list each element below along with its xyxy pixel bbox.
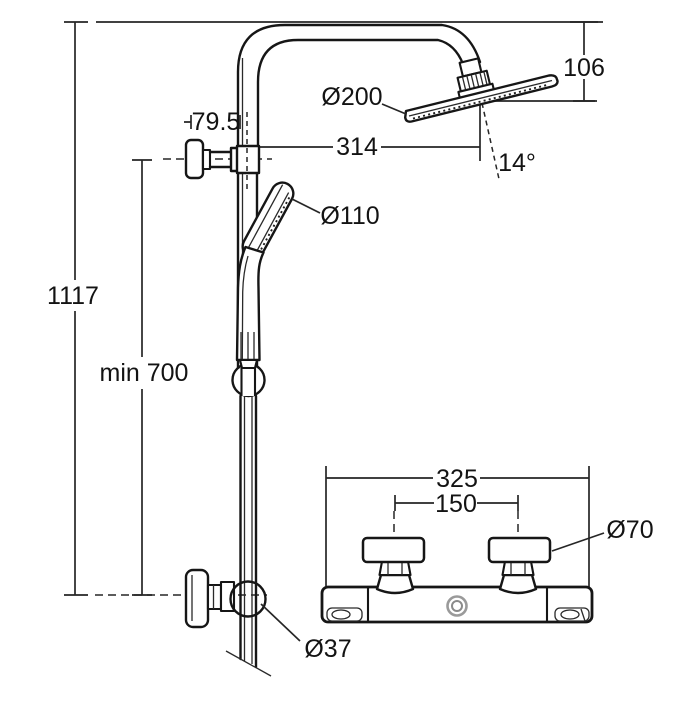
label-handshower-diameter: Ø110 xyxy=(320,202,379,230)
label-head-drop: 106 xyxy=(563,54,605,82)
bracket-offset-dimension xyxy=(184,115,241,129)
top-bracket-knob xyxy=(184,138,205,180)
handle-collar xyxy=(238,358,259,370)
leader-lines xyxy=(260,103,605,642)
valve-left-union xyxy=(326,607,363,622)
label-rail-diameter: Ø37 xyxy=(304,635,351,663)
grip-ribs xyxy=(240,332,255,359)
slide-rail xyxy=(239,394,258,669)
right-union-tick xyxy=(580,608,586,622)
handle-diameter-leader xyxy=(551,532,605,552)
left-escutcheon-cone xyxy=(375,573,415,595)
hand-shower xyxy=(235,181,295,362)
label-head-diameter: Ø200 xyxy=(321,83,382,111)
rail-escutcheon-circle xyxy=(229,580,267,618)
right-union-ellipse xyxy=(560,609,580,620)
label-inlet-spacing: 150 xyxy=(435,490,477,518)
top-bracket-clamp xyxy=(235,144,261,175)
rail-over-ball-mask xyxy=(241,366,255,396)
hand-shower-nozzle-dots xyxy=(257,196,291,255)
right-union-detail xyxy=(554,607,590,622)
valve-width-extension-lines xyxy=(325,466,590,599)
arm-inner-contour xyxy=(256,38,465,149)
head-angle-dashed-line xyxy=(481,102,500,180)
left-union-detail xyxy=(326,607,363,622)
shower-column xyxy=(184,23,559,677)
label-head-angle: 14° xyxy=(498,149,536,177)
arm-outer-contour xyxy=(236,23,482,149)
rail-through-ball xyxy=(240,368,257,396)
left-union-ellipse xyxy=(331,609,351,620)
knurl-lines xyxy=(462,72,488,90)
rail-edges xyxy=(239,394,258,669)
rail-diameter-leader xyxy=(260,603,301,642)
valve-right-union xyxy=(554,607,590,622)
slider-bracket xyxy=(231,358,266,398)
top-bracket-shaft xyxy=(208,150,233,169)
label-bracket-offset: 79.5 xyxy=(192,108,241,136)
top-bracket-collar xyxy=(201,148,212,171)
head-drop-end-ticks xyxy=(570,21,598,102)
hand-shower-back-line xyxy=(245,184,284,252)
label-arm-reach: 314 xyxy=(336,133,378,161)
hand-shower-face-line xyxy=(254,192,290,255)
left-hex-facets xyxy=(387,562,403,575)
rail-highlight-lines xyxy=(243,396,253,664)
label-overall-height: 1117 xyxy=(47,282,99,310)
dimension-labels: 1117 min 700 79.5 314 106 14° Ø200 Ø110 … xyxy=(47,54,654,663)
right-escutcheon-cone xyxy=(498,573,538,595)
bottom-bracket-knob xyxy=(184,568,210,629)
right-valve-handle xyxy=(487,536,552,564)
valve-outlet-ring-inner xyxy=(451,600,463,612)
label-valve-width: 325 xyxy=(436,465,478,493)
wall-bracket-bottom xyxy=(184,568,267,629)
label-handle-diameter: Ø70 xyxy=(606,516,653,544)
head-diameter-leader xyxy=(381,103,407,115)
valve-body xyxy=(320,585,594,624)
left-valve-handle xyxy=(361,536,426,564)
wall-bracket-top xyxy=(184,138,261,180)
bottom-bracket-nut xyxy=(206,583,223,611)
mixer-valve-front-view xyxy=(320,536,594,624)
right-hex-nut xyxy=(501,560,535,577)
handshower-diameter-leader xyxy=(291,198,321,214)
dimension-lines xyxy=(64,21,603,599)
rail-break-line xyxy=(225,650,272,677)
hand-shower-head xyxy=(241,181,295,259)
handle-contour-line xyxy=(241,255,249,361)
head-face-line xyxy=(408,79,553,117)
valve-outlet-ring-outer xyxy=(446,595,468,617)
valve-body-end-seams xyxy=(366,588,549,621)
overall-height-end-ticks xyxy=(64,21,88,596)
right-hex-facets xyxy=(510,562,526,575)
label-min-height: min 700 xyxy=(100,359,189,387)
left-hex-nut xyxy=(378,560,412,577)
overhead-shower-head xyxy=(404,74,559,123)
